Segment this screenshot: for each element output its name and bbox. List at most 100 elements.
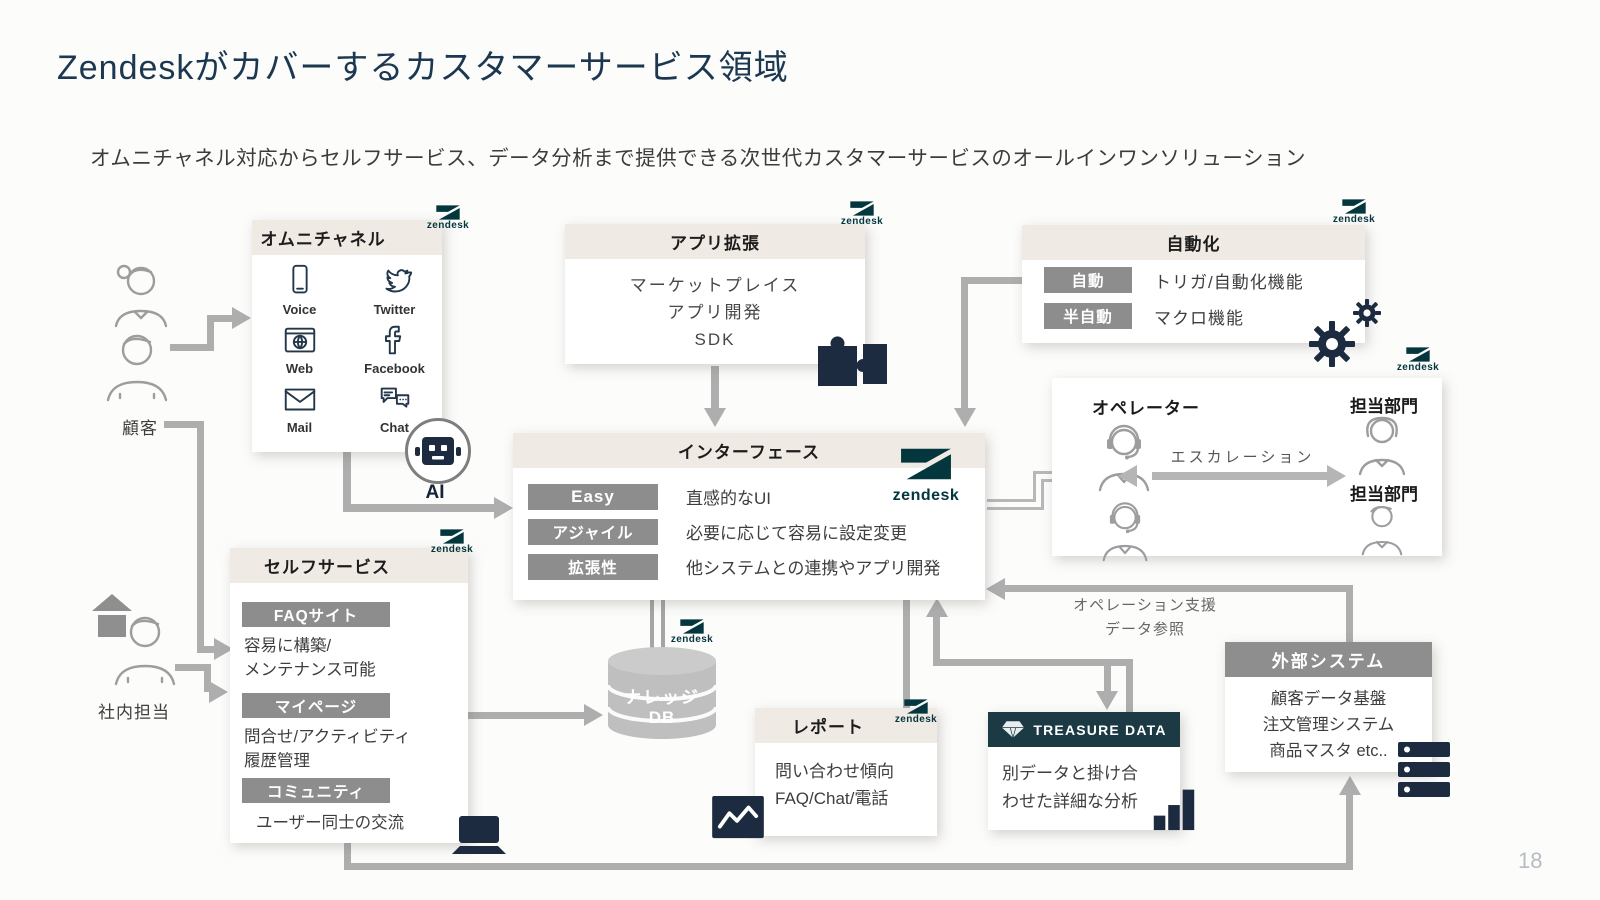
arrow-into-interface-right [986, 578, 1005, 600]
connector-omnichannel-interface [343, 504, 495, 512]
operation-support-line: オペレーション支援 [1073, 597, 1217, 614]
zendesk-logo: zendesk [1328, 198, 1380, 225]
interface-text-easy: 直感的なUI [686, 489, 771, 508]
gear-icon-large [1309, 321, 1355, 367]
automation-text-auto: トリガ/自動化機能 [1154, 272, 1304, 292]
arrow-into-omnichannel [232, 307, 251, 329]
connector-customer-selfservice [197, 646, 217, 653]
external-system-box: 外部システム 顧客データ基盤 注文管理システム 商品マスタ etc.. [1225, 642, 1432, 772]
department-person-icon [1361, 505, 1403, 556]
interface-text-agile: 必要に応じて容易に設定変更 [686, 524, 907, 543]
app-extension-title: アプリ拡張 [565, 224, 865, 259]
interface-text-extensibility: 他システムとの連携やアプリ開発 [686, 559, 941, 578]
zendesk-wordmark: zendesk [840, 216, 884, 227]
omnichannel-title: オムニチャネル [252, 220, 442, 255]
interface-badge-easy: Easy [528, 483, 658, 510]
ai-label: AI [425, 482, 445, 503]
automation-badge-semi: 半自動 [1044, 303, 1132, 329]
automation-title: 自動化 [1022, 225, 1365, 260]
connector-appext-interface [711, 366, 719, 410]
self-service-title: セルフサービス [230, 548, 468, 583]
my-page-text: 問合せ/アクティビティ 履歴管理 [244, 725, 411, 773]
app-extension-item: アプリ開発 [667, 303, 763, 322]
channel-label: Facebook [364, 361, 425, 376]
channel-mail: Mail [252, 381, 347, 435]
connector-customer-selfservice [197, 421, 204, 653]
community-badge: コミュニティ [242, 778, 390, 803]
arrow-into-interface-left [494, 497, 513, 519]
connector-customer-selfservice [164, 421, 204, 428]
external-system-line: 商品マスタ etc.. [1269, 742, 1388, 760]
zendesk-wordmark: zendesk [430, 544, 474, 555]
arrow-into-interface-top-1 [704, 408, 726, 427]
zendesk-logo: zendesk [890, 698, 942, 725]
arrow-into-interface-bottom [926, 598, 948, 617]
zendesk-logo: zendesk [836, 200, 888, 227]
channel-web: Web [252, 322, 347, 376]
zendesk-logo: zendesk [888, 446, 964, 505]
zendesk-wordmark: zendesk [426, 220, 470, 231]
escalation-arrow [1152, 472, 1332, 480]
mail-icon [284, 388, 315, 411]
connector-internal-selfservice [175, 664, 211, 671]
customer-woman-icon [114, 264, 168, 328]
app-extension-item: マーケットプレイス [629, 276, 801, 295]
zendesk-mark-icon [901, 448, 951, 480]
omnichannel-box: オムニチャネル Voice Twitter Web Fa [252, 220, 442, 452]
arrow-into-treasure [1096, 691, 1118, 710]
server-icon [1398, 742, 1450, 797]
arrow-into-knowledgedb [584, 704, 603, 726]
connector-customer-omnichannel [170, 344, 214, 351]
channel-label: Voice [282, 302, 317, 317]
house-icon [92, 594, 132, 637]
operation-support-label: オペレーション支援 データ参照 [1045, 594, 1245, 642]
connector-treasure-interface [1104, 659, 1111, 694]
zendesk-logo: zendesk [422, 204, 474, 231]
connector-interface-report [903, 598, 910, 708]
faq-site-text: 容易に構築/ メンテナンス可能 [244, 634, 376, 682]
interface-box: インターフェース Easy 直感的なUI アジャイル 必要に応じて容易に設定変更… [513, 433, 985, 600]
channel-label: Twitter [373, 302, 416, 317]
report-box: レポート 問い合わせ傾向 FAQ/Chat/電話 [755, 708, 937, 836]
zendesk-mark-icon [904, 699, 928, 714]
channel-label: Mail [286, 420, 313, 435]
connector-internal-selfservice [204, 664, 211, 692]
connector-customer-omnichannel [207, 315, 214, 351]
connector-interface-knowledgedb [650, 600, 654, 648]
zendesk-mark-icon [680, 619, 704, 634]
report-title-text: レポート [792, 718, 864, 737]
zendesk-mark-icon [436, 205, 460, 220]
page-number: 18 [1518, 848, 1543, 873]
channel-voice: Voice [252, 263, 347, 317]
connector-external-interface [1003, 585, 1353, 592]
department-label-2: 担当部門 [1350, 485, 1418, 504]
connector-interface-operator [1033, 471, 1036, 502]
app-extension-item: SDK [694, 330, 736, 349]
connector-interface-operator [987, 507, 1044, 510]
my-page-text-line: 問合せ/アクティビティ [244, 728, 411, 746]
zendesk-logo: zendesk [666, 618, 718, 645]
zendesk-logo: zendesk [1392, 346, 1444, 373]
chat-bubbles-icon [380, 387, 409, 408]
line-chart-icon [712, 796, 764, 839]
external-system-title: 外部システム [1225, 642, 1432, 677]
bar-chart-icon [1153, 789, 1195, 831]
connector-automation-interface [963, 277, 1022, 284]
interface-badge-extensibility: 拡張性 [528, 553, 658, 580]
report-line: FAQ/Chat/電話 [775, 789, 889, 808]
database-cylinder-icon [606, 647, 718, 739]
zendesk-logo: zendesk [426, 528, 478, 555]
arrow-into-selfservice-1 [214, 638, 233, 660]
zendesk-wordmark: zendesk [1332, 214, 1376, 225]
my-page-badge: マイページ [242, 693, 390, 718]
escalation-label: エスカレーション [1170, 449, 1315, 466]
faq-site-badge: FAQサイト [242, 602, 390, 627]
laptop-icon [452, 816, 506, 854]
connector-customer-omnichannel [212, 315, 234, 322]
connector-omnichannel-interface [343, 450, 351, 512]
interface-badge-agile: アジャイル [528, 518, 658, 545]
agent-headset-icon [1102, 502, 1148, 562]
customer-label: 顧客 [122, 419, 158, 438]
page-subtitle: オムニチャネル対応からセルフサービス、データ分析まで提供できる次世代カスタマーサ… [90, 147, 1306, 170]
connector-treasure-interface [933, 659, 1133, 666]
